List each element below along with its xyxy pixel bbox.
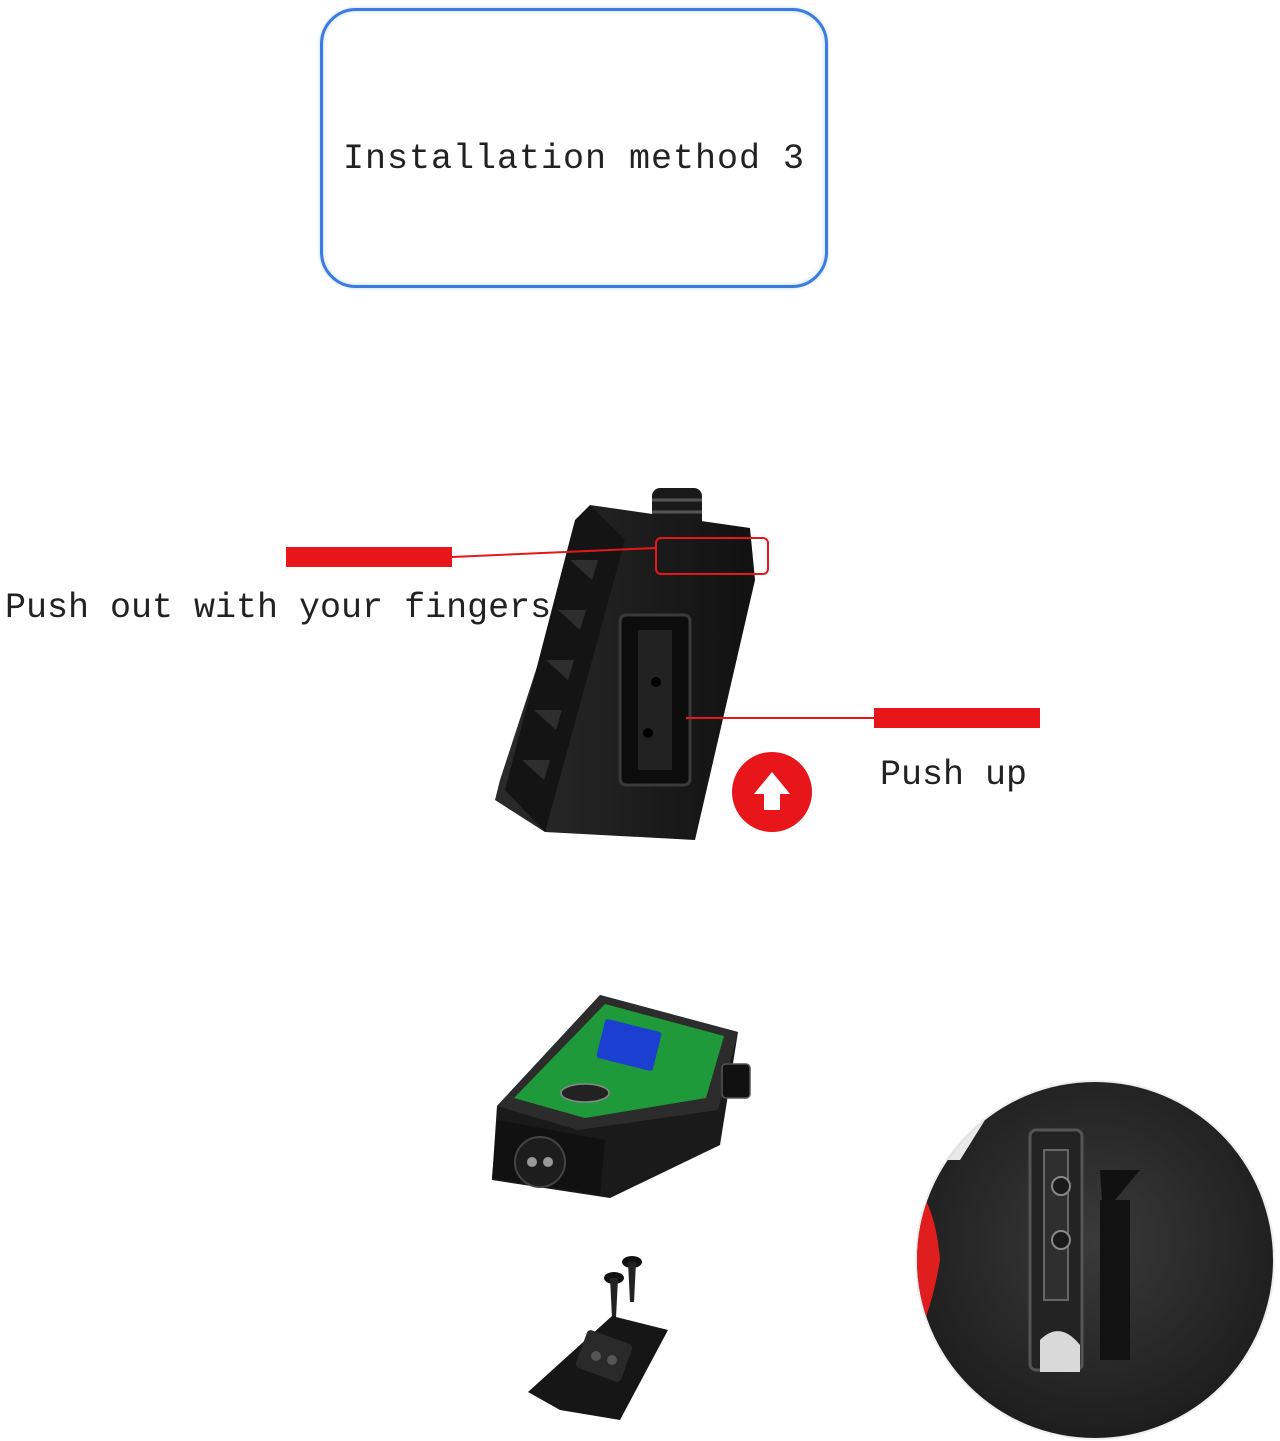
- callout-bar-right: [874, 708, 1040, 728]
- cable-port: [514, 1136, 566, 1188]
- callout-text-push-up: Push up: [880, 755, 1028, 795]
- callout-push-out: [286, 547, 657, 567]
- callout-text-push-out: Push out with your fingers: [5, 588, 552, 628]
- callout-bar-left: [286, 547, 452, 567]
- page-title: Installation method 3: [342, 139, 806, 179]
- mounting-plate: [528, 1316, 668, 1420]
- device-back-view: [495, 488, 769, 840]
- voltage-display: [596, 1019, 662, 1071]
- zoom-detail: [915, 1080, 1275, 1440]
- callout-push-up: [686, 708, 1040, 728]
- title-box: Installation method 3: [320, 8, 828, 288]
- screw-icon: [604, 1256, 642, 1318]
- up-arrow-icon: [732, 752, 812, 832]
- highlight-box: [655, 537, 769, 575]
- device-front-view: [492, 995, 751, 1198]
